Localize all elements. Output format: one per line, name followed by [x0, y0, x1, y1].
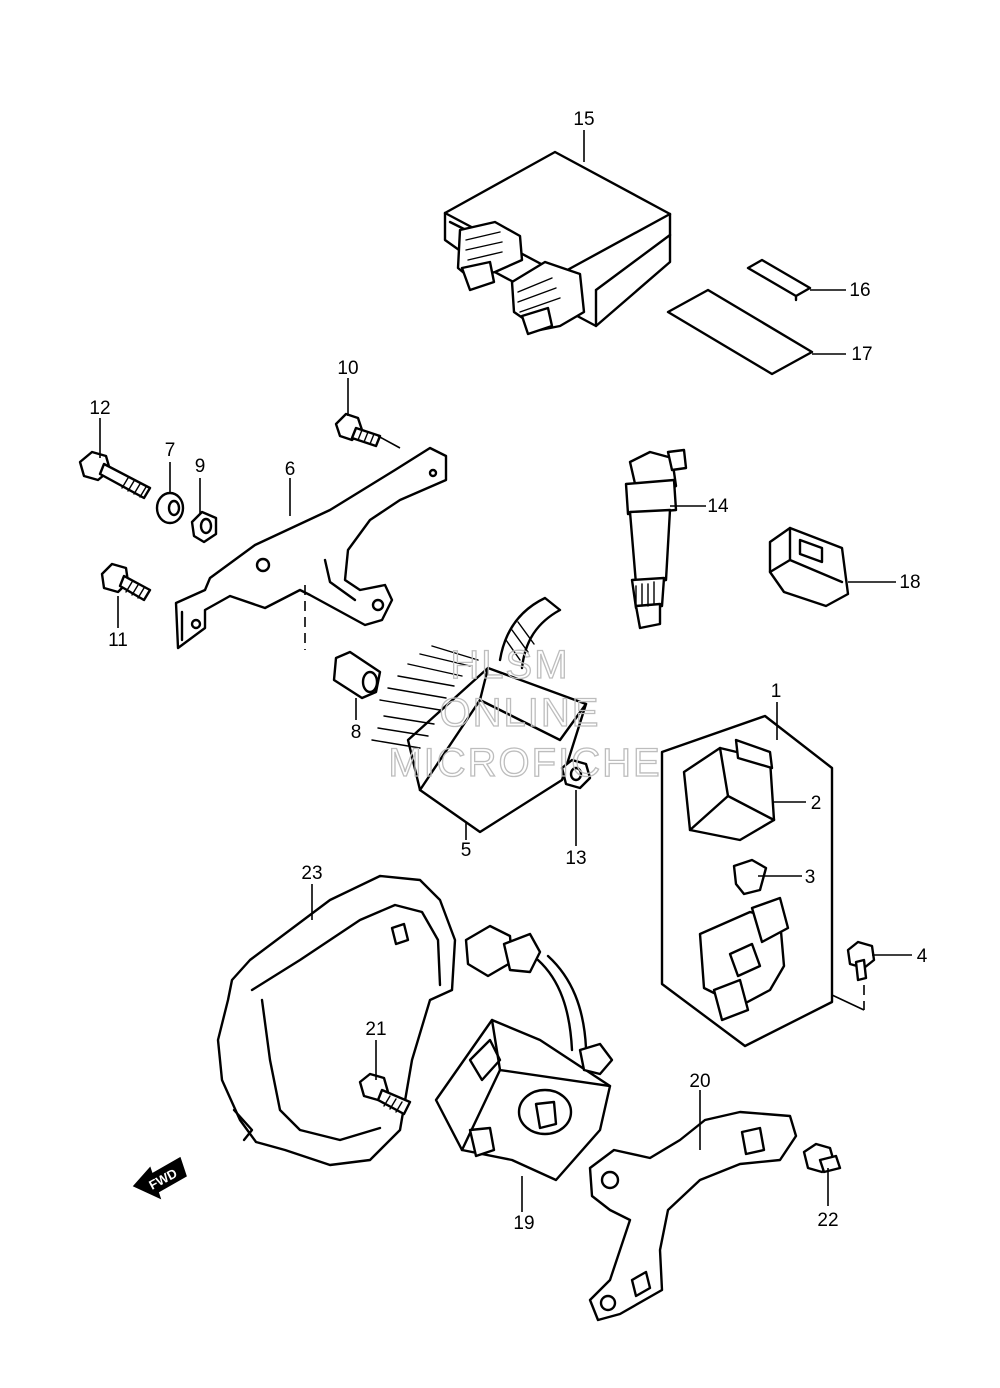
pad-16 [746, 258, 812, 302]
watermark-line-1: HLSM [450, 643, 569, 687]
callout-7: 7 [165, 440, 176, 461]
spacer-8 [332, 650, 382, 700]
bracket-6 [174, 446, 448, 650]
bolt-11 [100, 562, 152, 602]
ecu-unit [443, 150, 672, 336]
callout-10: 10 [337, 358, 358, 379]
washer-7 [155, 491, 185, 525]
bracket-20 [588, 1110, 798, 1322]
callout-4: 4 [917, 946, 928, 967]
callout-22: 22 [817, 1210, 838, 1231]
nut-13 [560, 758, 592, 790]
assembly-line-4b [831, 994, 865, 1011]
callout-12: 12 [89, 398, 110, 419]
leader-lines [99, 130, 912, 1212]
relay-body [698, 896, 790, 1022]
callout-9: 9 [195, 456, 206, 477]
callout-17: 17 [851, 344, 872, 365]
callout-14: 14 [707, 496, 729, 517]
cover-23 [216, 874, 457, 1167]
callout-18: 18 [899, 572, 920, 593]
callout-3: 3 [805, 867, 816, 888]
ignition-coil-14 [624, 448, 688, 630]
watermark: HLSM ONLINE MICROFICHE [388, 642, 661, 785]
watermark-line-2: ONLINE [440, 691, 601, 735]
callout-1: 1 [771, 681, 782, 702]
sensor-19 [434, 924, 614, 1182]
fuse-3 [732, 858, 768, 896]
callout-16: 16 [849, 280, 870, 301]
callout-11: 11 [108, 630, 128, 651]
callout-23: 23 [301, 863, 322, 884]
callout-8: 8 [351, 722, 362, 743]
relay-cover-2 [682, 738, 776, 842]
pad-17 [666, 288, 814, 376]
callout-2: 2 [811, 793, 822, 814]
fwd-direction-arrow: FWD [132, 1156, 187, 1200]
bolt-10 [334, 412, 382, 448]
callout-5: 5 [461, 840, 472, 861]
connector-18 [768, 526, 850, 608]
callout-20: 20 [689, 1071, 710, 1092]
callout-numbers: 1 2 3 4 5 6 7 8 9 10 11 12 13 14 15 16 1… [89, 109, 927, 1234]
callout-6: 6 [285, 459, 296, 480]
grommet-9 [190, 510, 218, 544]
callout-15: 15 [573, 109, 594, 130]
callout-21: 21 [365, 1019, 386, 1040]
screw-22 [802, 1142, 842, 1174]
callout-13: 13 [565, 848, 586, 869]
callout-19: 19 [513, 1213, 534, 1234]
bolt-21 [358, 1072, 412, 1116]
regulator-5 [371, 596, 588, 834]
screw-4 [846, 940, 876, 982]
bolt-12 [78, 450, 152, 500]
watermark-line-3: MICROFICHE [388, 741, 661, 785]
relay-assembly-box [660, 714, 834, 1048]
